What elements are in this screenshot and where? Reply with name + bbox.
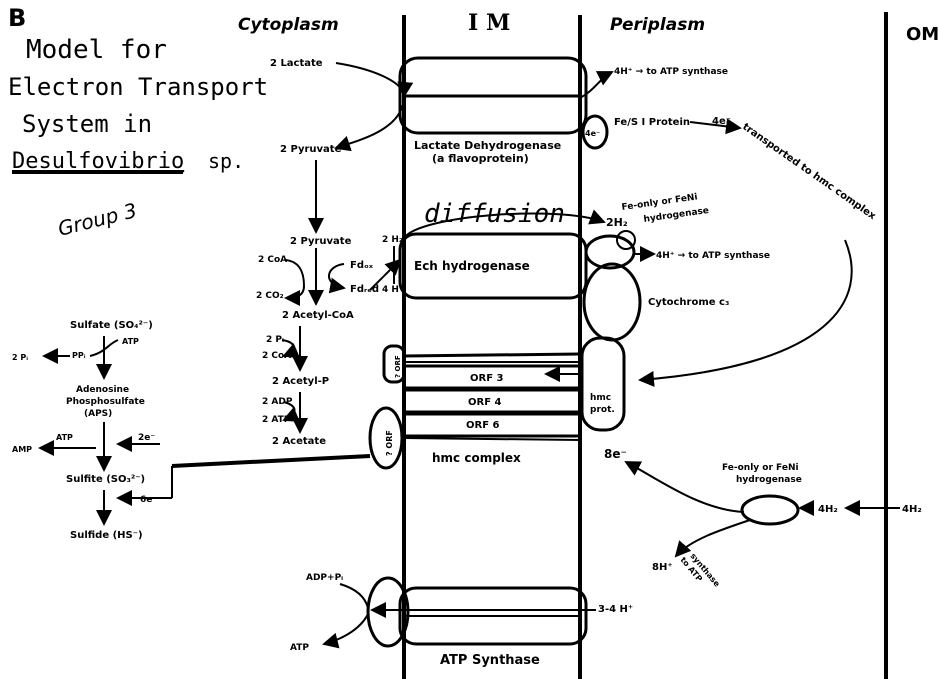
header-im: I M xyxy=(468,10,510,36)
pyruvate-label: 2 Pyruvate xyxy=(290,236,352,247)
header-periplasm: Periplasm xyxy=(610,15,705,35)
four-h2-label: 4H₂ xyxy=(818,504,838,515)
eight-h-label: 8H⁺ xyxy=(652,562,673,573)
header-cytoplasm: Cytoplasm xyxy=(238,15,339,35)
atp-synthase-head xyxy=(366,576,410,648)
fd-ox-label: Fdₒₓ xyxy=(350,260,374,271)
orf4-label: ORF 4 xyxy=(468,397,502,408)
side-orf-top xyxy=(382,344,406,384)
header-om: OM xyxy=(906,24,939,45)
side-orf-top-label: ? ORF xyxy=(394,355,402,378)
adenosine-label-3: (APS) xyxy=(84,409,112,419)
amp-label: AMP xyxy=(12,445,32,454)
hmc-complex-label: hmc complex xyxy=(432,451,521,465)
h2-small-label: 2 H₂ xyxy=(382,235,403,245)
small-e-label: 4e⁻ xyxy=(585,129,600,138)
fe-only2-label-2: hydrogenase xyxy=(736,475,802,485)
adp-pi-label: ADP+Pᵢ xyxy=(306,573,343,583)
title-line-3: System in xyxy=(22,110,152,138)
sulfide-label: Sulfide (HS⁻) xyxy=(70,530,143,541)
small-e-circle xyxy=(581,114,609,150)
coa2-label: 2 CoA xyxy=(262,351,291,361)
hmc-protein-box xyxy=(580,336,626,432)
panel-letter: B xyxy=(8,4,26,32)
h-plus-label: 4 H⁺ xyxy=(382,285,404,295)
orf4-box xyxy=(402,388,582,414)
side-orf-bottom-label: ? ORF xyxy=(385,430,394,456)
side-orf-bottom xyxy=(368,406,404,470)
eight-e-label: 8e⁻ xyxy=(604,447,627,461)
two-h2-label: 2H₂ xyxy=(606,216,628,229)
coa-label: 2 CoA xyxy=(258,255,287,265)
fe-e-label: 4e⁻ xyxy=(712,116,731,127)
acetyl-p-label: 2 Acetyl-P xyxy=(272,376,329,387)
fe-only-label-1b: hydrogenase xyxy=(643,206,710,225)
pi-label: 2 Pᵢ xyxy=(266,335,284,345)
fd-red-label: Fdᵣₑd xyxy=(350,284,379,295)
atp-side-label: ATP xyxy=(290,643,309,653)
hmc-prot-label-1: hmc xyxy=(590,393,611,403)
hmc-prot-label-2: prot. xyxy=(590,405,615,415)
adenosine-label-1: Adenosine xyxy=(76,385,129,395)
sulfate-atp-label: ATP xyxy=(122,337,139,346)
six-e-label: 6e⁻ xyxy=(140,495,157,505)
cytochrome-ellipse xyxy=(582,262,642,342)
adp-label: 2 ADP xyxy=(262,397,293,407)
atp-synthase-box xyxy=(398,586,588,646)
group-label: Group 3 xyxy=(55,198,139,241)
h-to-atp-label: 4H⁺ → to ATP synthase xyxy=(614,67,728,77)
cytochrome-label: Cytochrome c₃ xyxy=(648,297,729,308)
title-line-2: Electron Transport xyxy=(8,73,268,101)
fe-only2-label-1: Fe-only or FeNi xyxy=(722,463,799,473)
h2-small-circle xyxy=(616,230,636,250)
lactate-dh-label: Lactate Dehydrogenase xyxy=(414,139,561,152)
orf6-label: ORF 6 xyxy=(466,420,500,431)
atp-label: 2 ATP xyxy=(262,415,291,425)
atp2-label: ATP xyxy=(56,433,73,442)
title-suffix: sp. xyxy=(208,149,244,173)
adenosine-label-2: Phosphosulfate xyxy=(66,397,145,407)
lactate-label: 2 Lactate xyxy=(270,58,323,69)
co2-label: 2 CO₂ xyxy=(256,291,284,301)
transported-label: transported to hmc complex xyxy=(740,121,878,222)
ppi-label: PPᵢ xyxy=(72,351,86,360)
hydrogenase-2-ellipse xyxy=(740,494,800,526)
four-h2-out-label: 4H₂ xyxy=(902,504,922,515)
ech-hydrogenase-label: Ech hydrogenase xyxy=(414,259,530,273)
two-pi-label: 2 Pᵢ xyxy=(12,353,28,362)
title-line-1: Model for xyxy=(26,35,167,65)
sulfate-label: Sulfate (SO₄²⁻) xyxy=(70,320,153,331)
h-to-atp-label-2: 4H⁺ → to ATP synthase xyxy=(656,251,770,261)
title-organism: Desulfovibrio xyxy=(12,149,184,174)
two-e-label: 2e⁻ xyxy=(138,433,155,443)
lactate-dh-sublabel: (a flavoprotein) xyxy=(432,152,529,165)
pyruvate-top-label: 2 Pyruvate xyxy=(280,144,342,155)
sulfite-label: Sulfite (SO₃²⁻) xyxy=(66,474,145,485)
fe-protein-label: Fe/S I Protein xyxy=(614,117,690,128)
hydrogenase-ellipse xyxy=(584,234,636,270)
three-four-h-label: 3-4 H⁺ xyxy=(598,604,633,615)
orf3-label: ORF 3 xyxy=(470,373,504,384)
atp-synthase-label: ATP Synthase xyxy=(440,653,540,668)
acetyl-coa-label: 2 Acetyl-CoA xyxy=(282,310,354,321)
orf6-box xyxy=(402,412,582,438)
acetate-label: 2 Acetate xyxy=(272,436,326,447)
